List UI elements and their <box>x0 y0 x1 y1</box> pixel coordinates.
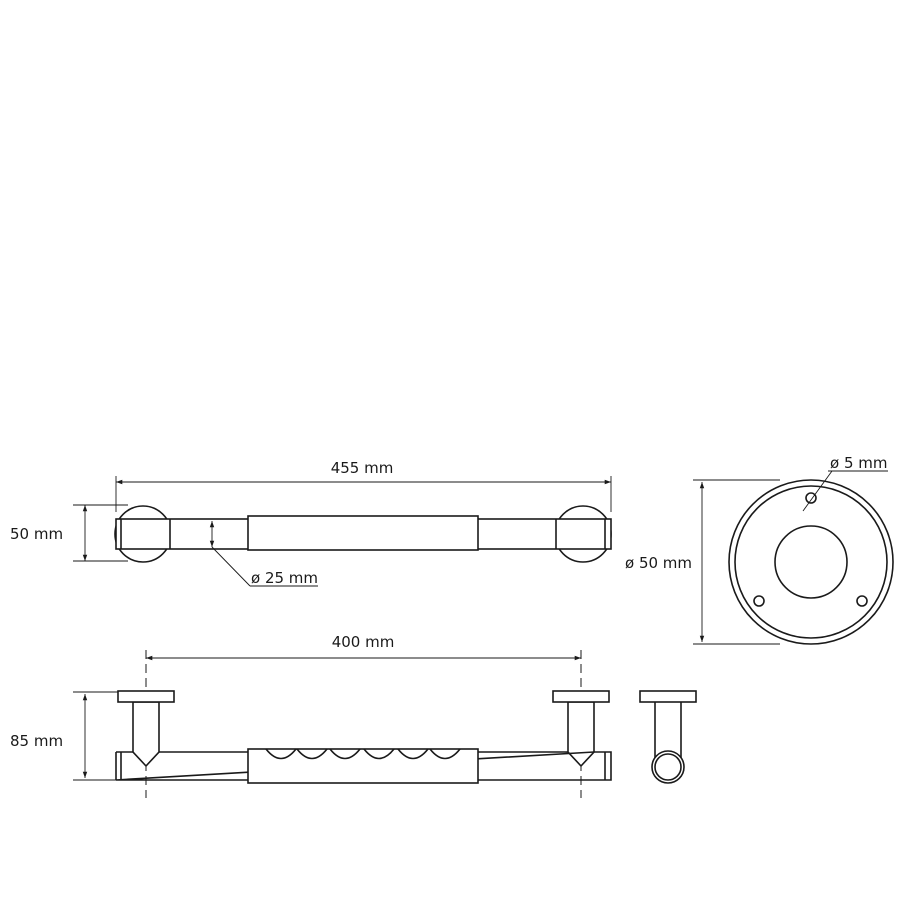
dim-top-height: 50 mm <box>10 525 63 543</box>
side-view <box>639 690 697 784</box>
right-post <box>567 701 595 768</box>
flange-view <box>693 470 894 645</box>
screw-hole-left <box>753 595 765 607</box>
grip-scallops <box>265 748 461 760</box>
front-view <box>73 650 612 798</box>
dim-tube-diameter: ø 25 mm <box>251 569 318 587</box>
grip-section-top <box>247 515 479 551</box>
screw-hole-top <box>805 492 817 504</box>
left-wall-plate <box>117 690 175 703</box>
screw-hole-right <box>856 595 868 607</box>
grip-section-front <box>247 748 479 784</box>
left-post <box>132 701 160 768</box>
dim-top-length: 455 mm <box>331 459 394 477</box>
dim-hole-diameter: ø 5 mm <box>830 454 887 472</box>
flange-inner-rim <box>734 485 888 639</box>
dim-front-length: 400 mm <box>332 633 395 651</box>
right-wall-plate <box>552 690 610 703</box>
side-tube-section <box>651 750 685 784</box>
dim-front-height: 85 mm <box>10 732 63 750</box>
flange-center-tube <box>774 525 848 599</box>
top-view <box>73 476 612 587</box>
dim-flange-diameter: ø 50 mm <box>625 554 692 572</box>
side-wall-plate <box>639 690 697 703</box>
flange-outer-circle <box>728 479 894 645</box>
